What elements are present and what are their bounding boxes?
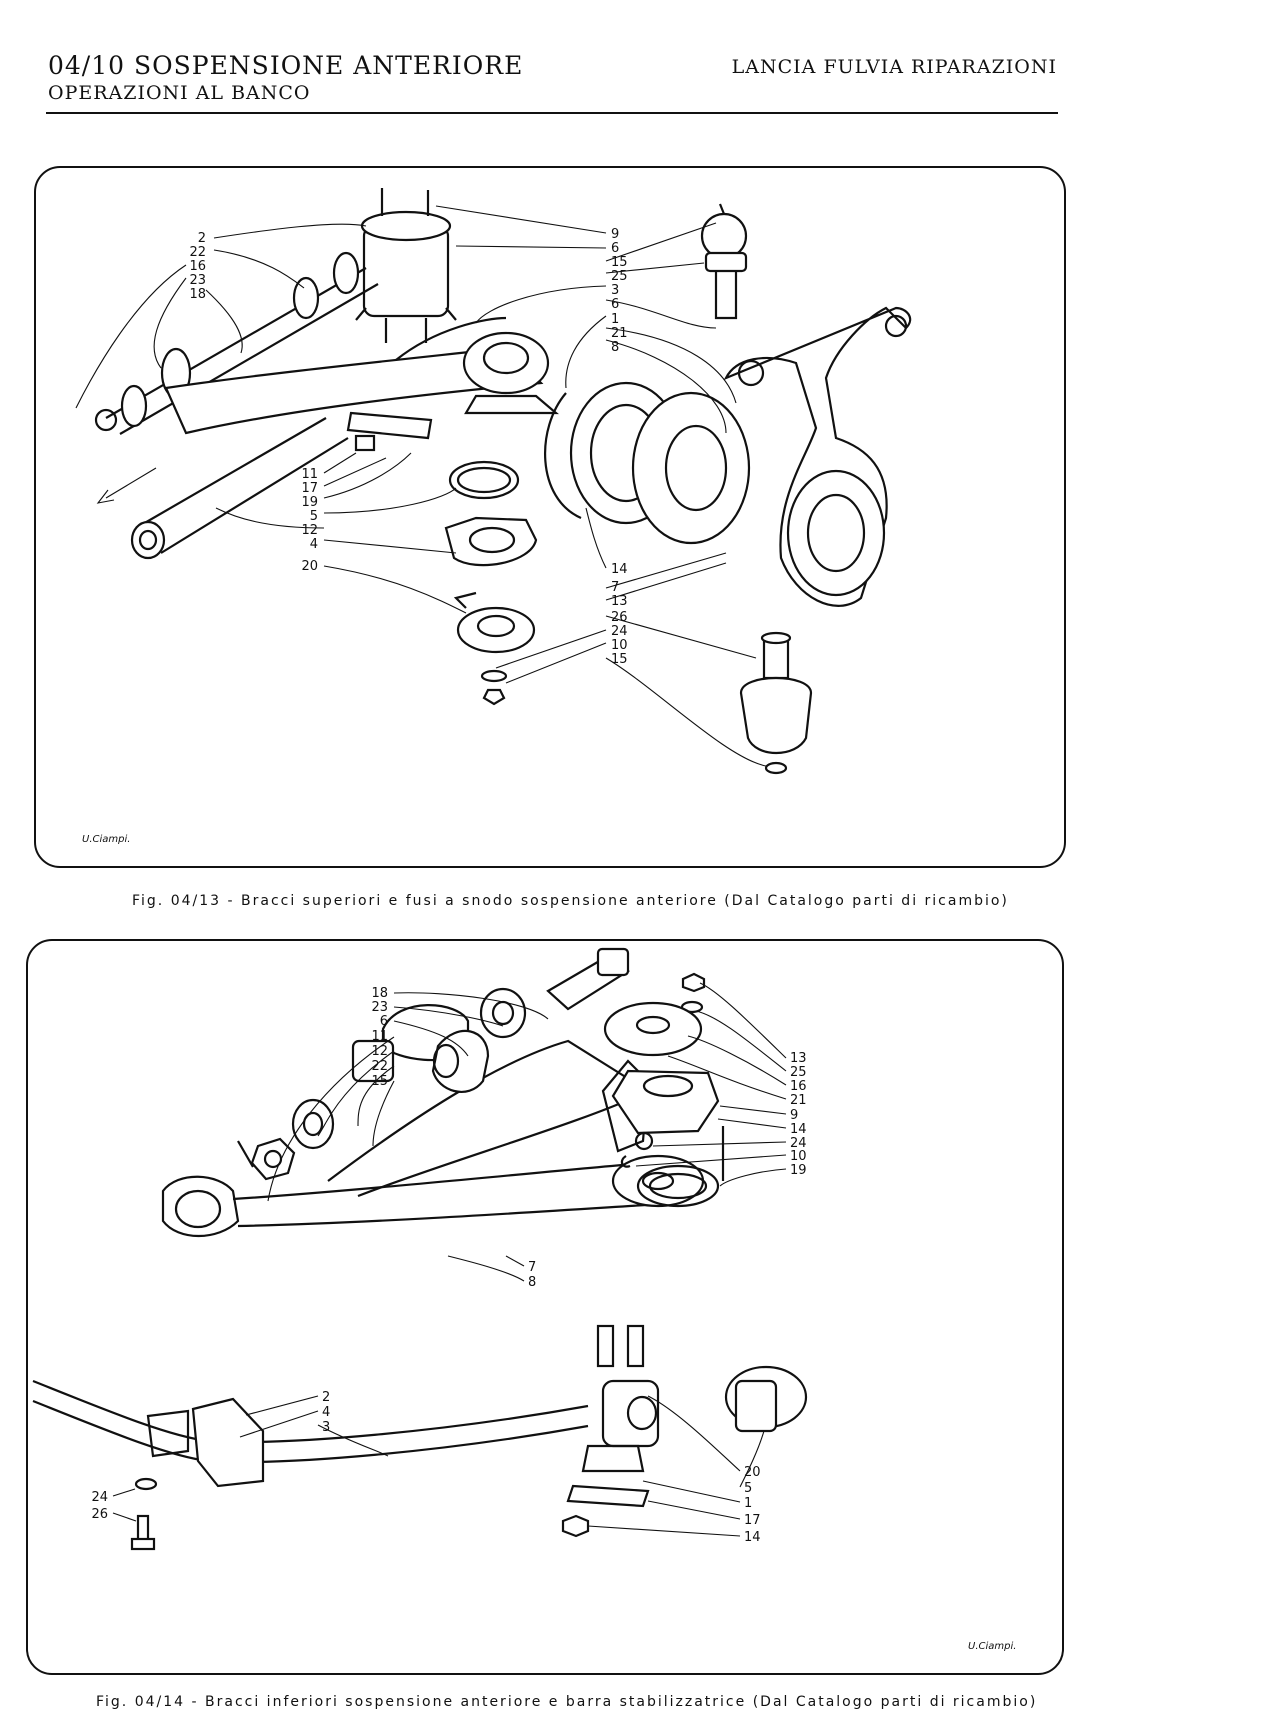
right-hardware-drawing — [603, 972, 720, 1208]
figure-13-labels-center-low: 14 7 13 26 24 10 15 — [611, 562, 628, 667]
figure-14-labels-bar: 2 4 3 — [322, 1390, 330, 1435]
figure-14-labels-right: 13 25 16 21 9 14 24 10 19 — [790, 1051, 807, 1178]
callout-4: 4 — [322, 1405, 330, 1420]
callout-20: 20 — [301, 559, 318, 574]
callout-2: 2 — [198, 231, 206, 246]
callout-3: 3 — [322, 1420, 330, 1435]
figure-13-labels-center-top: 9 6 15 25 3 6 1 21 8 — [611, 227, 628, 355]
figure-13-frame: 2 22 16 23 18 9 6 15 25 3 6 1 21 8 11 17… — [34, 166, 1066, 868]
callout-2: 2 — [322, 1390, 330, 1405]
callout-8: 8 — [528, 1275, 536, 1290]
page-header-left: 04/10 SOSPENSIONE ANTERIORE OPERAZIONI A… — [48, 51, 524, 105]
callout-15b: 15 — [611, 652, 628, 667]
washers-center-drawing — [346, 411, 538, 706]
figure-13-signature: U.Ciampi. — [82, 834, 131, 845]
callout-22: 22 — [371, 1059, 388, 1074]
callout-1: 1 — [744, 1496, 752, 1511]
callout-26: 26 — [611, 610, 628, 625]
manual-title: LANCIA FULVIA RIPARAZIONI — [731, 56, 1057, 78]
callout-17: 17 — [744, 1513, 761, 1528]
figure-14-drawing: 18 23 6 11 12 22 15 13 25 16 21 9 14 24 … — [32, 947, 808, 1551]
callout-21: 21 — [611, 326, 628, 341]
callout-18: 18 — [371, 986, 388, 1001]
upper-arm-shaft-drawing — [94, 251, 379, 435]
callout-24: 24 — [611, 624, 628, 639]
callout-5: 5 — [310, 509, 318, 524]
callout-15: 15 — [371, 1074, 388, 1089]
callout-10: 10 — [611, 638, 628, 653]
figure-13-labels-center-mid: 11 17 19 5 12 4 20 — [301, 467, 318, 574]
shock-mount-drawing — [355, 188, 457, 343]
callout-4: 4 — [310, 537, 318, 552]
callout-5: 5 — [744, 1481, 752, 1496]
header-divider — [46, 112, 1058, 114]
pin-bushings-drawing — [237, 947, 630, 1181]
callout-7: 7 — [528, 1260, 536, 1275]
callout-25: 25 — [611, 269, 628, 284]
callout-18: 18 — [189, 287, 206, 302]
callout-14: 14 — [611, 562, 628, 577]
callout-23: 23 — [371, 1000, 388, 1015]
callout-14b: 14 — [744, 1530, 761, 1545]
callout-22: 22 — [189, 245, 206, 260]
figure-14-labels-mid: 7 8 — [528, 1260, 536, 1290]
figure-13-leader-lines — [75, 205, 767, 767]
section-subtitle: OPERAZIONI AL BANCO — [48, 82, 311, 104]
figure-14-labels-bottom-right: 20 5 1 17 14 — [744, 1465, 761, 1545]
callout-8: 8 — [611, 340, 619, 355]
callout-13: 13 — [790, 1051, 807, 1066]
bearing-assembly-drawing — [544, 381, 751, 545]
figure-14-frame: 18 23 6 11 12 22 15 13 25 16 21 9 14 24 … — [26, 939, 1064, 1675]
steering-knuckle-drawing — [723, 306, 912, 607]
figure-13-labels-left: 2 22 16 23 18 — [189, 231, 206, 302]
callout-3: 3 — [611, 283, 619, 298]
callout-23: 23 — [189, 273, 206, 288]
section-title: 04/10 SOSPENSIONE ANTERIORE — [48, 51, 524, 80]
callout-26: 26 — [91, 1507, 108, 1522]
callout-6: 6 — [380, 1014, 388, 1029]
callout-9: 9 — [790, 1108, 798, 1123]
pivot-tube-drawing — [96, 417, 349, 560]
lower-wishbone-drawing — [161, 1004, 725, 1238]
callout-14a: 14 — [790, 1122, 807, 1137]
callout-10: 10 — [790, 1149, 807, 1164]
figure-13-drawing: 2 22 16 23 18 9 6 15 25 3 6 1 21 8 11 17… — [75, 188, 912, 775]
callout-12: 12 — [371, 1044, 388, 1059]
callout-15a: 15 — [611, 255, 628, 270]
callout-16: 16 — [189, 259, 206, 274]
callout-6a: 6 — [611, 241, 619, 256]
figure-14-signature: U.Ciampi. — [968, 1641, 1017, 1652]
callout-6b: 6 — [611, 297, 619, 312]
callout-11: 11 — [371, 1029, 388, 1044]
callout-19: 19 — [790, 1163, 807, 1178]
callout-21: 21 — [790, 1093, 807, 1108]
ball-joint-bottom-drawing — [739, 631, 813, 775]
callout-11: 11 — [301, 467, 318, 482]
callout-13: 13 — [611, 594, 628, 609]
callout-16: 16 — [790, 1079, 807, 1094]
stabilizer-bar-drawing — [32, 1324, 808, 1551]
figure-14-labels-top: 18 23 6 11 12 22 15 — [371, 986, 388, 1089]
callout-17: 17 — [301, 481, 318, 496]
figure-14-caption: Fig. 04/14 - Bracci inferiori sospension… — [96, 1694, 1038, 1710]
callout-7: 7 — [611, 580, 619, 595]
figure-14-leader-lines — [112, 982, 787, 1537]
callout-12: 12 — [301, 523, 318, 538]
callout-1: 1 — [611, 312, 619, 327]
callout-9: 9 — [611, 227, 619, 242]
figure-14-labels-bottom-left: 24 26 — [91, 1490, 108, 1522]
upper-wishbone-drawing — [164, 316, 559, 435]
callout-24a: 24 — [790, 1136, 807, 1151]
callout-20: 20 — [744, 1465, 761, 1480]
ball-joint-top-drawing — [700, 203, 748, 320]
callout-24b: 24 — [91, 1490, 108, 1505]
callout-25: 25 — [790, 1065, 807, 1080]
callout-19: 19 — [301, 495, 318, 510]
figure-13-caption: Fig. 04/13 - Bracci superiori e fusi a s… — [132, 893, 1009, 909]
